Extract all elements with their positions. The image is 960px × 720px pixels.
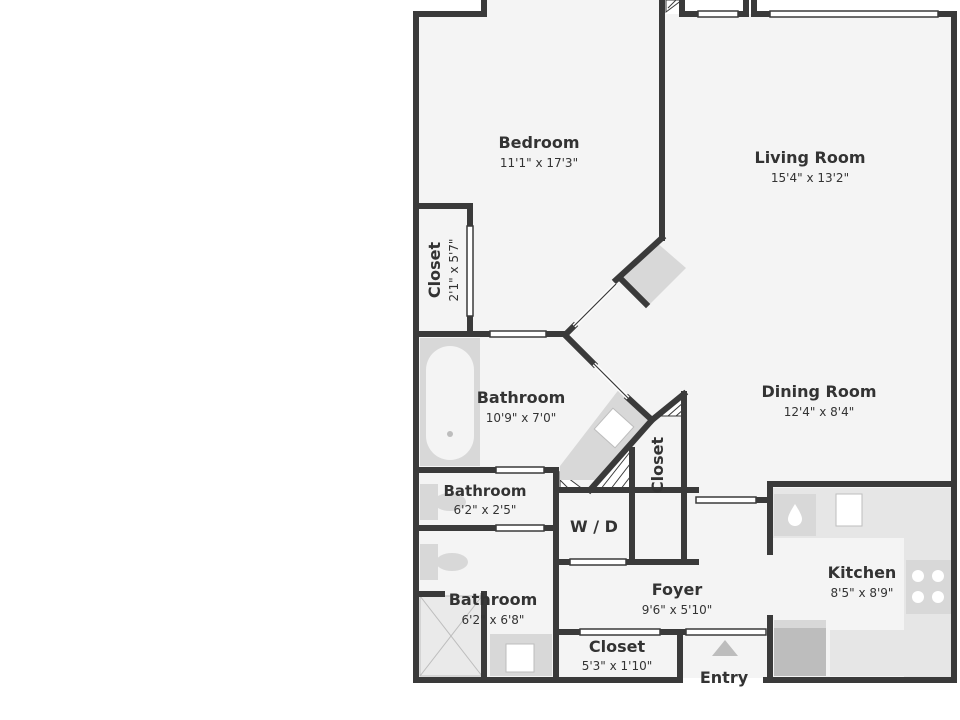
bedroom-closet-dims: 2'1" x 5'7" — [447, 239, 461, 302]
living-room-dims: 15'4" x 13'2" — [771, 171, 849, 185]
sink-icon — [593, 407, 635, 449]
window — [579, 628, 661, 636]
room-labels: Bedroom 11'1" x 17'3" Living Room 15'4" … — [425, 133, 896, 687]
main-bathroom-dims: 10'9" x 7'0" — [486, 411, 557, 425]
dining-room-dims: 12'4" x 8'4" — [784, 405, 855, 419]
window — [697, 10, 739, 18]
window — [569, 558, 627, 566]
lower-bathroom-dims: 6'2" x 6'8" — [462, 613, 525, 627]
shower — [419, 595, 483, 677]
toilet-icon — [420, 484, 466, 520]
entry-arrow-icon — [712, 640, 738, 656]
window — [489, 330, 547, 338]
bedroom-dims: 11'1" x 17'3" — [500, 156, 578, 170]
walls — [413, 0, 957, 683]
window — [695, 496, 757, 504]
kitchen-dims: 8'5" x 8'9" — [831, 586, 894, 600]
fixtures — [419, 242, 952, 678]
foyer-label: Foyer — [652, 580, 703, 599]
stove — [906, 560, 952, 614]
entry-label: Entry — [700, 668, 749, 687]
window — [769, 10, 939, 18]
window — [466, 225, 474, 317]
bedroom-label: Bedroom — [498, 133, 579, 152]
half-bathroom-label: Bathroom — [443, 482, 526, 500]
half-bathroom-dims: 6'2" x 2'5" — [454, 503, 517, 517]
main-bathroom-label: Bathroom — [477, 388, 566, 407]
sink-icon — [505, 643, 535, 673]
sink-icon — [835, 493, 863, 527]
wd-label: W / D — [570, 517, 618, 536]
kitchen-label: Kitchen — [828, 563, 897, 582]
window — [495, 524, 545, 532]
entry-closet-label: Closet — [589, 637, 646, 656]
living-room-label: Living Room — [755, 148, 866, 167]
refrigerator — [774, 628, 826, 676]
window — [685, 628, 767, 636]
window — [495, 466, 545, 474]
entry-closet-dims: 5'3" x 1'10" — [582, 659, 653, 673]
water-drop-icon — [788, 504, 802, 526]
lower-bathroom-label: Bathroom — [449, 590, 538, 609]
floor-area — [418, 0, 956, 678]
windows — [466, 10, 939, 636]
hall-closet-label: Closet — [648, 437, 667, 494]
foyer-dims: 9'6" x 5'10" — [642, 603, 713, 617]
toilet-icon — [420, 544, 468, 580]
dining-room-label: Dining Room — [761, 382, 876, 401]
bedroom-closet-label: Closet — [425, 242, 444, 299]
